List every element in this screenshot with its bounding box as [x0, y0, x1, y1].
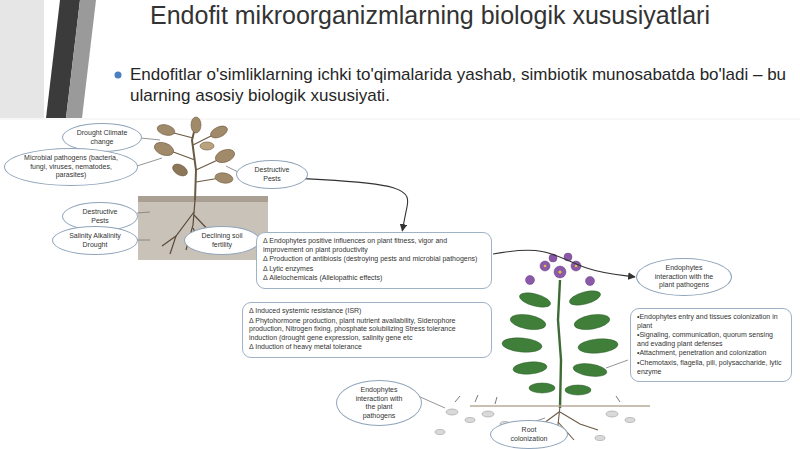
curved-arrow [493, 250, 635, 277]
stress-label: Microbial pathogens (bacteria, fungi, vi… [4, 148, 138, 186]
label-text: Endophytes interaction with the plant pa… [650, 264, 718, 290]
list-item: •Signaling, communication, quorum sensin… [637, 331, 785, 348]
list-item: •Attachment, penetration and colonizatio… [637, 349, 785, 358]
label-text: Drought Climate change [76, 129, 128, 146]
list-item: Δ Endophytes positive influences on plan… [263, 237, 485, 254]
leader-lines [137, 138, 238, 240]
list-item: •Endophytes entry and tissues colonizati… [637, 313, 785, 330]
label-text: Endophytes interaction with the plant pa… [350, 386, 408, 420]
list-item: Δ Induced systemic resistance (ISR) [249, 307, 485, 316]
label-text: Destructive Pests [76, 208, 124, 225]
stress-label: Destructive Pests [236, 160, 308, 189]
label-text: Destructive Pests [250, 166, 294, 183]
image-edge [0, 119, 800, 120]
bullet-dot [115, 72, 122, 79]
soil-surface [138, 196, 268, 202]
interaction-label: Endophytes interaction with the plant pa… [336, 380, 422, 426]
list-item: Δ Lytic enzymes [263, 265, 485, 274]
benefit-box: Δ Induced systemic resistance (ISR)Δ Phy… [242, 302, 492, 358]
interaction-label: Endophytes interaction with the plant pa… [636, 258, 732, 296]
label-text: Microbial pathogens (bacteria, fungi, vi… [18, 154, 124, 180]
bullet-text: Endofitlar o'simliklarning ichki to'qima… [130, 64, 790, 106]
slide-title: Endofit mikroorganizmlarning biologik xu… [110, 2, 750, 29]
list-item: Δ Allelochemicals (Allelopathic effects) [263, 274, 485, 283]
list-item: Δ Phytohormone production, plant nutrien… [249, 317, 485, 343]
list-item: •Chemotaxis, flagella, pili, polysacchar… [637, 359, 785, 376]
pointer-lines [418, 360, 628, 423]
grey-stripe [66, 0, 96, 118]
stress-label: Salinity Alkalinity Drought [52, 226, 138, 255]
label-text: Salinity Alkalinity Drought [66, 232, 124, 249]
curved-arrow [304, 179, 408, 231]
list-item: Δ Induction of heavy metal tolerance [249, 343, 485, 352]
benefit-box: Δ Endophytes positive influences on plan… [256, 232, 492, 289]
colonization-box: •Endophytes entry and tissues colonizati… [630, 308, 792, 382]
soil-layer [138, 196, 268, 260]
label-text: Root colonization [504, 426, 554, 443]
side-panel [0, 0, 44, 118]
left-plant [153, 117, 237, 200]
process-label: Root colonization [490, 420, 568, 449]
list-item: Δ Production of antibiosis (destroying p… [263, 255, 485, 264]
stress-label: Declining soil fertility [184, 226, 260, 255]
label-text: Declining soil fertility [198, 232, 246, 249]
